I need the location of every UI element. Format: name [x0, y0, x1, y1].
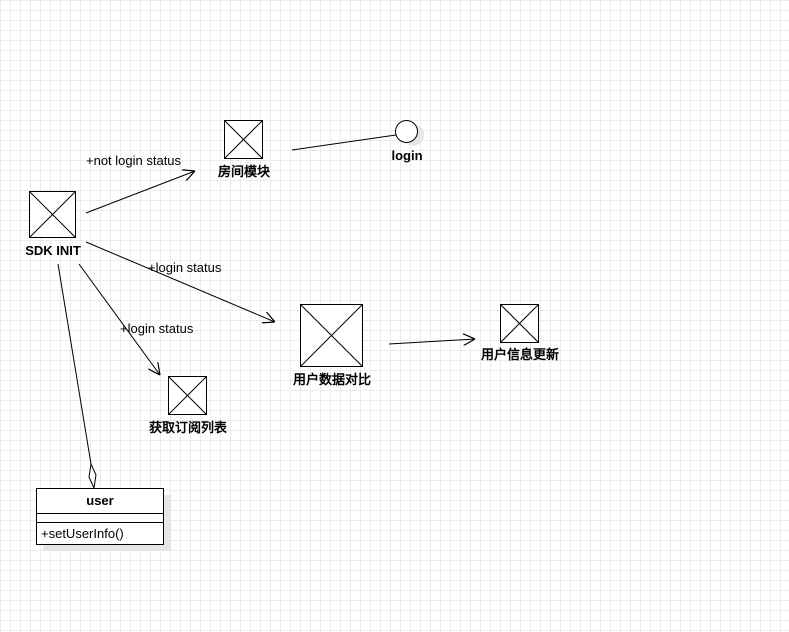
interface-circle-icon [395, 120, 418, 143]
edge-label-not-login: +not login status [86, 153, 182, 168]
class-user-name: user [86, 493, 113, 508]
node-label-user-data-compare: 用户数据对比 [292, 372, 371, 387]
placeholder-image-icon [224, 120, 263, 159]
node-label-subscription-list: 获取订阅列表 [149, 420, 228, 435]
edge-sdk-to-room[interactable] [85, 171, 195, 214]
edge-sdk-to-compare[interactable] [85, 241, 275, 322]
node-label-user-info-update: 用户信息更新 [480, 347, 559, 362]
node-label-login: login [391, 148, 422, 163]
edge-sdk-to-user[interactable] [57, 263, 92, 465]
aggregation-diamond-icon [88, 462, 97, 490]
edge-room-to-login[interactable] [291, 134, 397, 151]
placeholder-image-icon [300, 304, 363, 367]
placeholder-image-icon [168, 376, 207, 415]
node-user-data-compare[interactable]: 用户数据对比 [292, 304, 371, 388]
class-user-method: +setUserInfo() [41, 526, 124, 541]
node-user-info-update[interactable]: 用户信息更新 [480, 304, 559, 363]
node-room-module[interactable]: 房间模块 [218, 120, 271, 180]
placeholder-image-icon [500, 304, 539, 343]
placeholder-image-icon [29, 191, 76, 238]
edge-label-login-compare: +login status [148, 260, 222, 275]
edge-label-login-subscription: +login status [120, 321, 194, 336]
node-sdk-init[interactable]: SDK INIT [25, 191, 81, 259]
node-subscription-list[interactable]: 获取订阅列表 [149, 376, 228, 436]
class-user[interactable]: user +setUserInfo() [36, 488, 172, 552]
node-login-interface[interactable]: login [391, 120, 424, 164]
node-label-sdk-init: SDK INIT [25, 243, 81, 258]
edge-sdk-to-subscription[interactable] [78, 263, 160, 375]
edge-compare-to-update[interactable] [388, 339, 475, 344]
node-label-room-module: 房间模块 [218, 164, 271, 179]
